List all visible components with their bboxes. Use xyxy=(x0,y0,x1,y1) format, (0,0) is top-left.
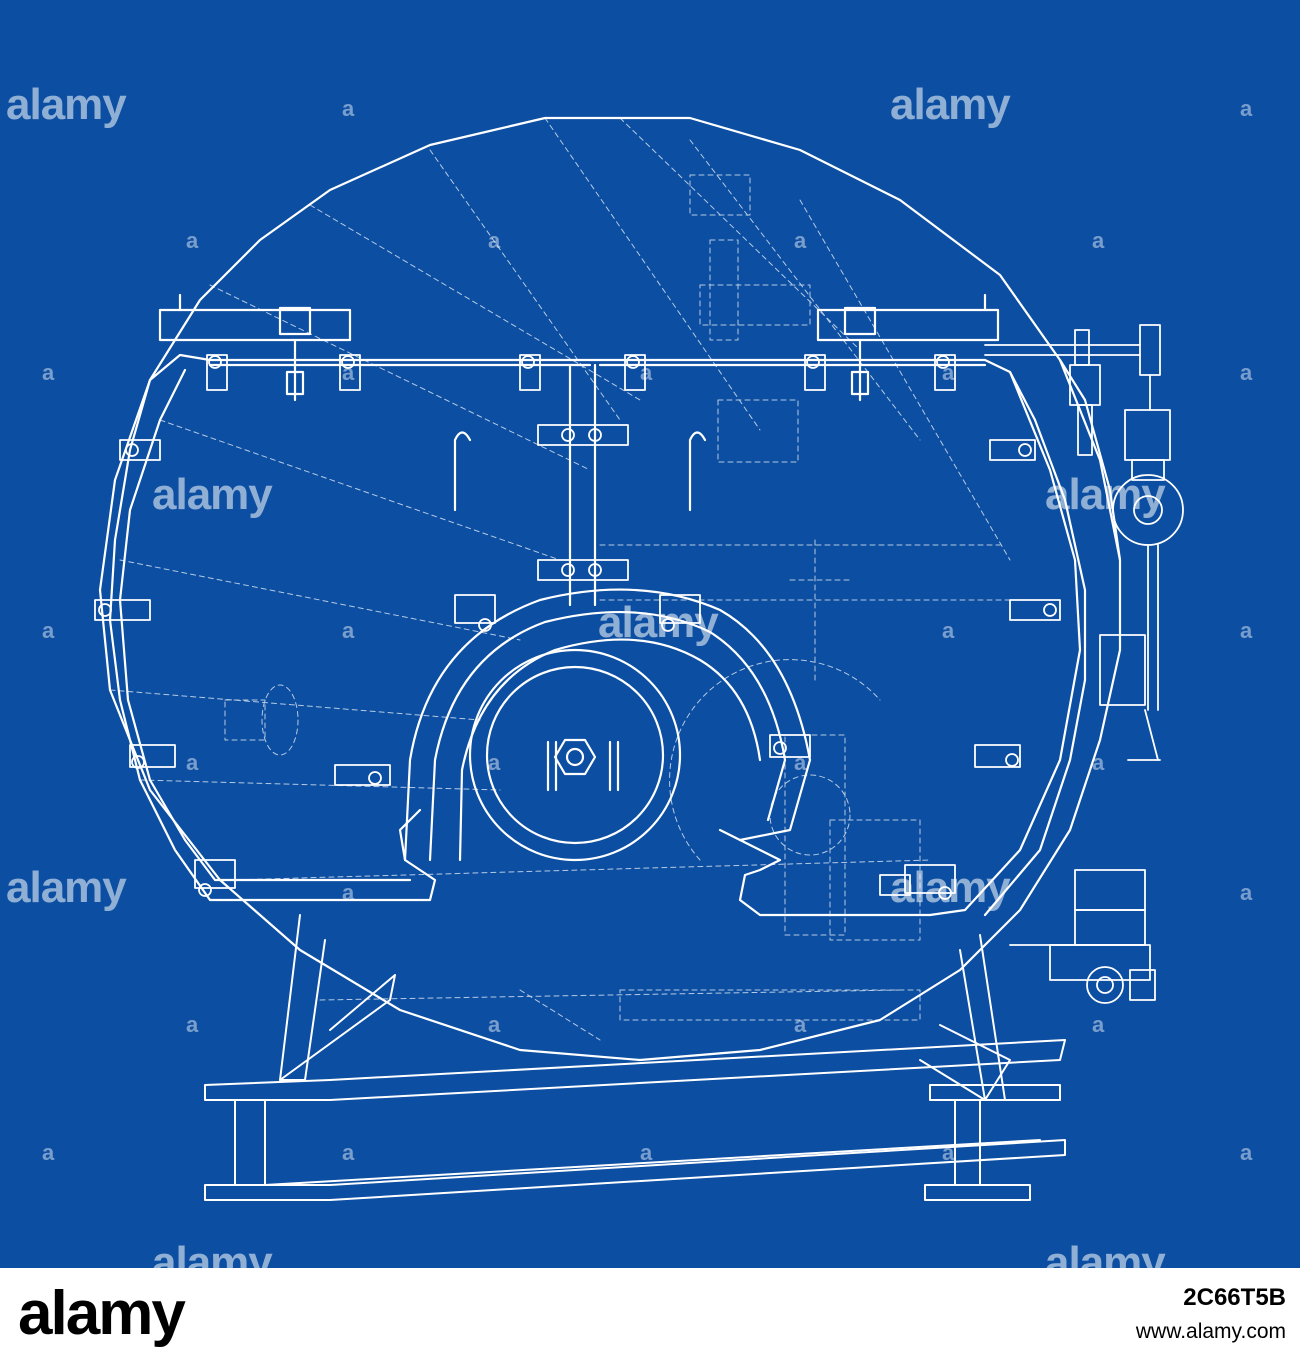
watermark-letter: a xyxy=(942,360,955,385)
watermark-letter: a xyxy=(342,880,355,905)
watermark-letter: a xyxy=(640,1140,653,1165)
firebox-arch xyxy=(403,588,812,862)
watermark-letter: a xyxy=(42,618,55,643)
watermark-letter: a xyxy=(186,1012,199,1037)
watermark-letter: a xyxy=(342,360,355,385)
watermark-letter: a xyxy=(186,228,199,253)
watermark: alamy xyxy=(152,470,273,519)
gauge-assembly xyxy=(984,324,1184,761)
watermark-letter: a xyxy=(794,228,807,253)
watermark: alamy xyxy=(598,598,719,647)
watermark-letter: a xyxy=(1240,1140,1253,1165)
watermark: alamy xyxy=(6,863,127,912)
watermark-letter: a xyxy=(640,360,653,385)
watermark-letter: a xyxy=(1092,750,1105,775)
watermark: alamy xyxy=(1045,470,1166,519)
watermark-letter: a xyxy=(942,618,955,643)
watermark-letter: a xyxy=(1240,880,1253,905)
boiler-drawing xyxy=(94,116,1184,1201)
watermark-letter: a xyxy=(488,1012,501,1037)
watermark-letter: a xyxy=(342,618,355,643)
watermark-letter: a xyxy=(186,750,199,775)
watermark: alamy xyxy=(6,80,127,129)
right-rail xyxy=(929,1084,1061,1101)
watermark: alamy xyxy=(890,863,1011,912)
burner-door xyxy=(468,648,682,862)
watermark-letter: a xyxy=(488,750,501,775)
image-id: 2C66T5B xyxy=(1183,1284,1286,1311)
hidden-lines xyxy=(109,117,1011,1041)
watermark-letter: a xyxy=(488,228,501,253)
watermark-letter: a xyxy=(342,96,355,121)
watermark-letter: a xyxy=(1092,1012,1105,1037)
watermark-letter: a xyxy=(42,1140,55,1165)
watermark-letter: a xyxy=(794,750,807,775)
watermark-letter: a xyxy=(1092,228,1105,253)
watermark-letter: a xyxy=(1240,360,1253,385)
watermark-letter: a xyxy=(794,1012,807,1037)
watermark-letter: a xyxy=(1240,618,1253,643)
watermark-letter: a xyxy=(342,1140,355,1165)
gas-train xyxy=(879,869,1156,1004)
base-frame xyxy=(204,914,1066,1201)
center-nut xyxy=(553,738,597,776)
stock-footer: alamy 2C66T5B www.alamy.com xyxy=(0,1268,1300,1360)
footer-logo[interactable]: alamy xyxy=(18,1279,186,1348)
blueprint-panel: alamy alamy alamy alamy alamy alamy alam… xyxy=(0,0,1300,1268)
front-plate xyxy=(148,353,1082,917)
watermark-letter: a xyxy=(1240,96,1253,121)
bolt-lugs xyxy=(94,354,1061,900)
watermark-letter: a xyxy=(942,1140,955,1165)
footer-url[interactable]: www.alamy.com xyxy=(1135,1320,1286,1343)
left-rail xyxy=(204,1039,1066,1101)
watermark-letter: a xyxy=(42,360,55,385)
watermark: alamy xyxy=(890,80,1011,129)
